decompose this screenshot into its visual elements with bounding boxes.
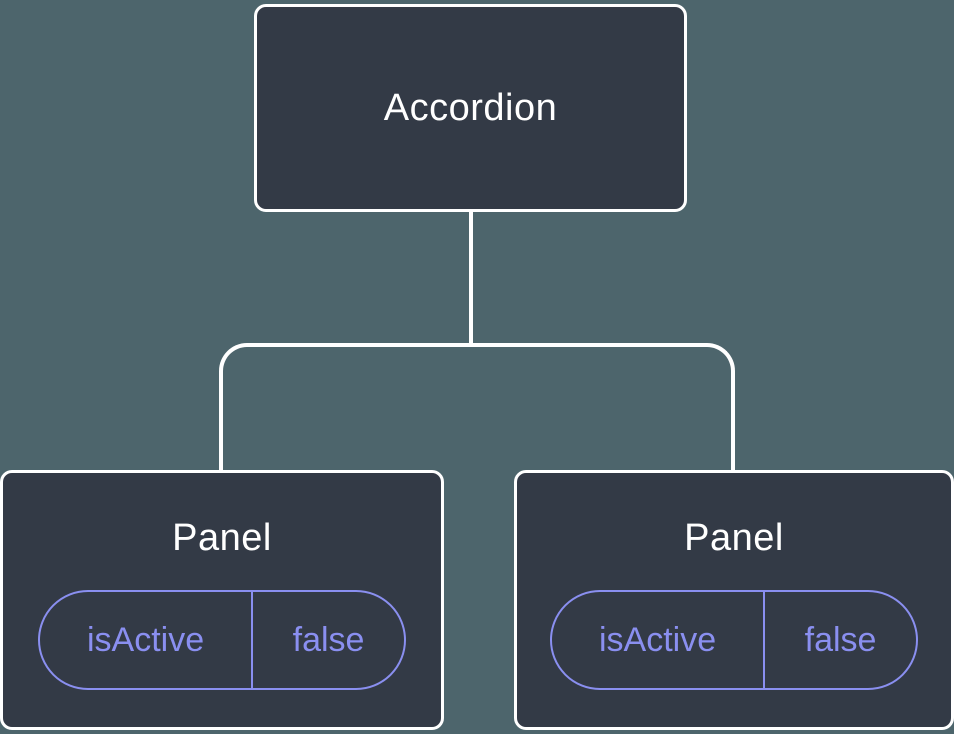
state-key-left: isActive bbox=[86, 620, 205, 659]
state-value-right: false bbox=[763, 592, 916, 688]
node-panel-right: Panel isActive false bbox=[514, 470, 954, 730]
state-key-right: isActive bbox=[598, 620, 717, 659]
node-panel-left-label: Panel bbox=[172, 517, 272, 559]
connector-branch bbox=[219, 343, 735, 470]
node-accordion-label: Accordion bbox=[383, 86, 558, 129]
node-accordion: Accordion bbox=[254, 4, 687, 212]
state-pill-left: isActive false bbox=[38, 590, 406, 690]
node-panel-left: Panel isActive false bbox=[0, 470, 444, 730]
connector-stem bbox=[469, 212, 473, 345]
state-pill-right: isActive false bbox=[550, 590, 918, 690]
state-value-left: false bbox=[251, 592, 404, 688]
node-panel-right-label: Panel bbox=[684, 517, 784, 559]
